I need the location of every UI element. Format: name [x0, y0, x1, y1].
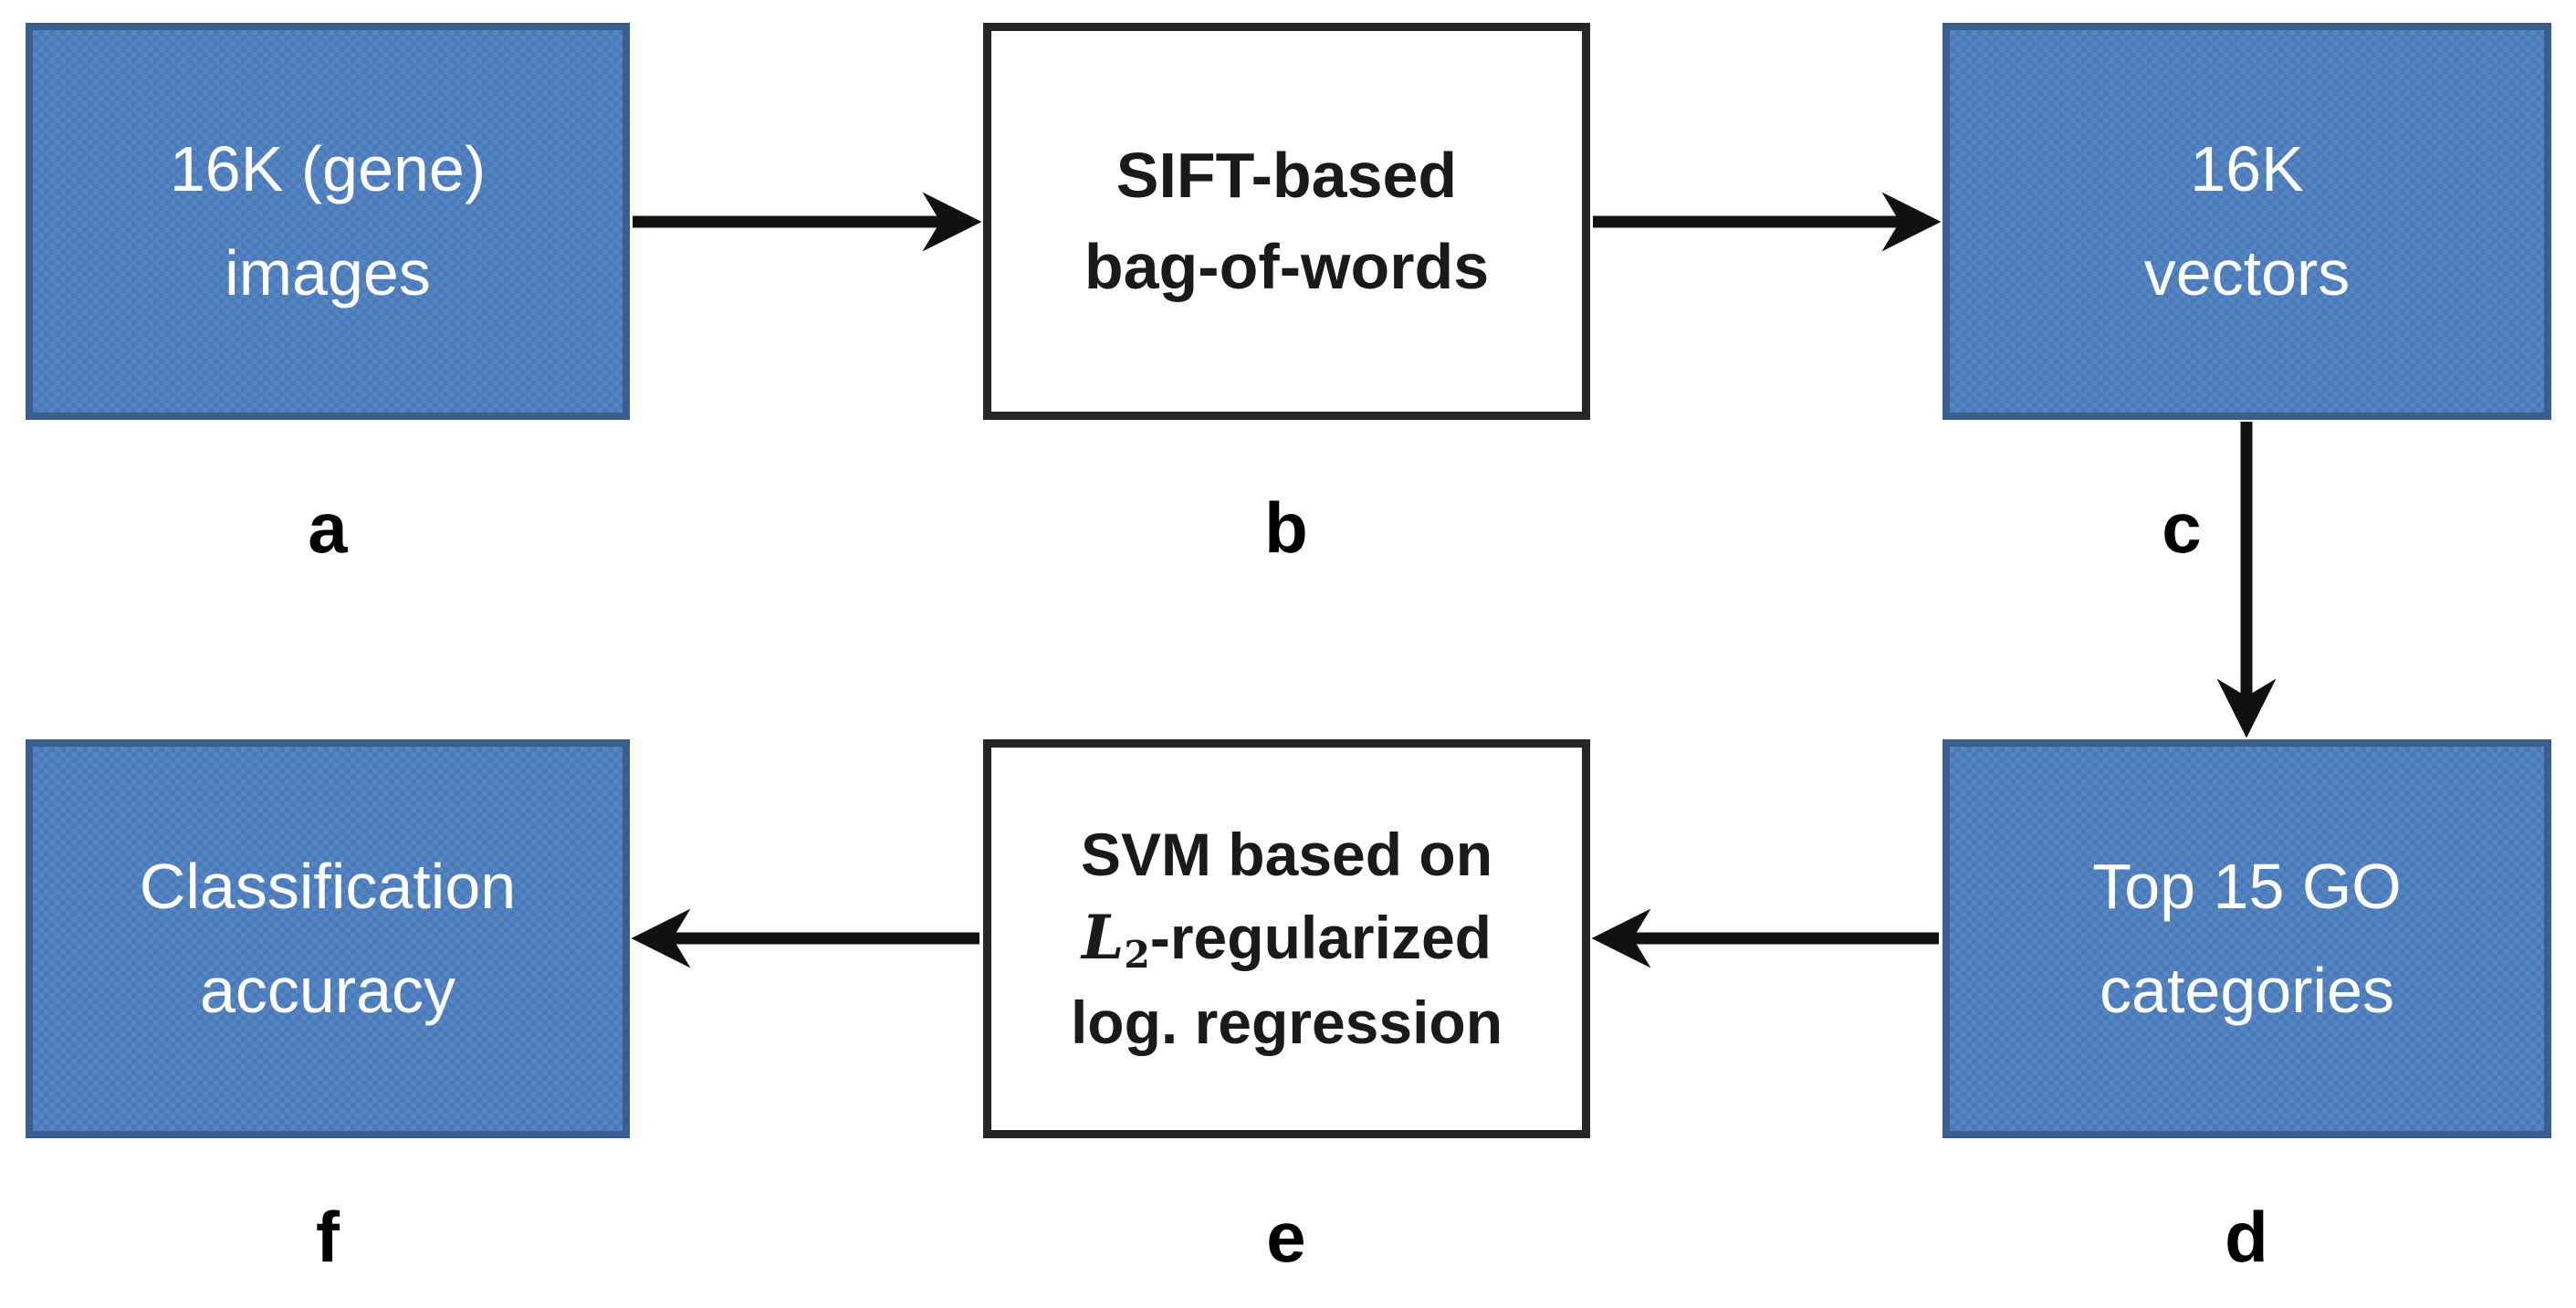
node-text-line: bag-of-words: [1084, 230, 1490, 302]
node-text-line: images: [225, 236, 431, 309]
node-top-15-go-categories: Top 15 GO categories: [1942, 739, 2551, 1138]
node-16k-gene-images: 16K (gene) images: [26, 23, 630, 420]
node-text-line: categories: [2100, 954, 2394, 1026]
label-f: f: [316, 1196, 340, 1277]
node-sift-bag-of-words: SIFT-based bag-of-words: [983, 23, 1590, 420]
math-subscript-2: 2: [1124, 933, 1150, 978]
node-classification-accuracy: Classification accuracy: [26, 739, 630, 1138]
label-d: d: [2225, 1196, 2268, 1277]
label-b: b: [1264, 487, 1308, 568]
node-text-line: Top 15 GO: [2092, 851, 2402, 923]
math-italic-l: L: [1082, 902, 1125, 974]
node-text-line: L2-regularized: [1082, 896, 1492, 981]
node-text-line: SIFT-based: [1115, 140, 1458, 212]
node-text-line: log. regression: [1070, 988, 1503, 1056]
node-text-line: 16K (gene): [169, 133, 487, 205]
label-a: a: [308, 487, 348, 568]
node-16k-vectors: 16K vectors: [1942, 23, 2551, 420]
node-text-line: vectors: [2143, 236, 2351, 309]
node-text-line: 16K: [2190, 133, 2304, 205]
node-svm-l2-log-regression: SVM based on L2-regularized log. regress…: [983, 739, 1590, 1138]
node-text-line: accuracy: [199, 954, 456, 1026]
node-text-line: SVM based on: [1080, 821, 1493, 889]
node-text-line: Classification: [139, 851, 517, 923]
node-text-fragment: -regularized: [1149, 904, 1492, 972]
label-c: c: [2162, 487, 2202, 568]
label-e: e: [1266, 1196, 1306, 1277]
